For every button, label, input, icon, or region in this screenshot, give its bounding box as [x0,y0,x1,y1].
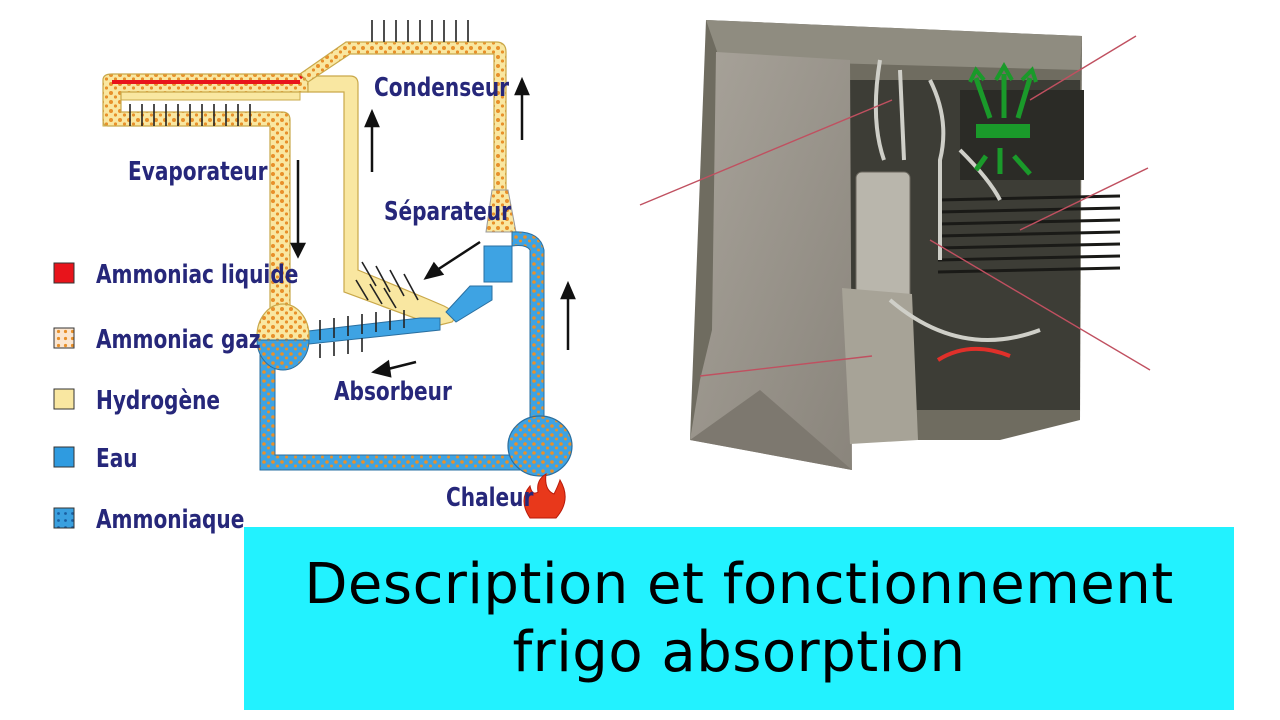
fridge-pipes [873,59,1041,342]
condenser-fins [371,20,469,42]
evaporator-fins [129,104,251,126]
green-airflow-arrows [968,61,1038,176]
legend: Ammoniac liquide Ammoniac gaz Hydrogène … [53,258,298,534]
label-absorbeur: Absorbeur [334,375,452,406]
separator-water [483,245,513,283]
fridge-photo [639,20,1151,470]
legend-swatch [53,507,75,529]
legend-swatch [53,446,75,468]
label-chaleur: Chaleur [446,481,534,512]
title-banner: Description et fonctionnement frigo abso… [244,527,1234,710]
legend-swatch [53,388,75,410]
legend-label: Ammoniac liquide [96,258,298,289]
water-loop [259,231,545,471]
legend-item-ammoniaque: Ammoniaque [53,503,244,534]
legend-item-eau: Eau [53,442,138,473]
circuit-diagram: Condenseur Evaporateur Séparateur Absorb… [102,20,576,519]
flow-arrows [289,76,576,378]
legend-label: Hydrogène [96,384,220,415]
absorber-vessel [256,303,310,371]
boiler-vessel [507,415,573,519]
legend-label: Ammoniaque [96,503,244,534]
legend-swatch [53,262,75,284]
legend-swatch [53,327,75,349]
label-condenseur: Condenseur [374,71,509,102]
callout-lines [639,35,1151,377]
flame-icon [523,473,566,519]
legend-label: Eau [96,442,138,473]
label-separateur: Séparateur [384,195,511,226]
banner-title-line-2: frigo absorption [512,619,966,685]
legend-item-ammoniac-liquide: Ammoniac liquide [53,258,298,289]
legend-item-hydrogene: Hydrogène [53,384,220,415]
legend-item-ammoniac-gaz: Ammoniac gaz [53,323,261,354]
absorber-fins-upper [355,261,419,309]
banner-title-line-1: Description et fonctionnement [304,551,1174,617]
legend-label: Ammoniac gaz [96,323,261,354]
hydrogen-loop [102,41,507,327]
absorber-fins-lower [319,310,405,358]
label-evaporateur: Evaporateur [128,155,268,186]
